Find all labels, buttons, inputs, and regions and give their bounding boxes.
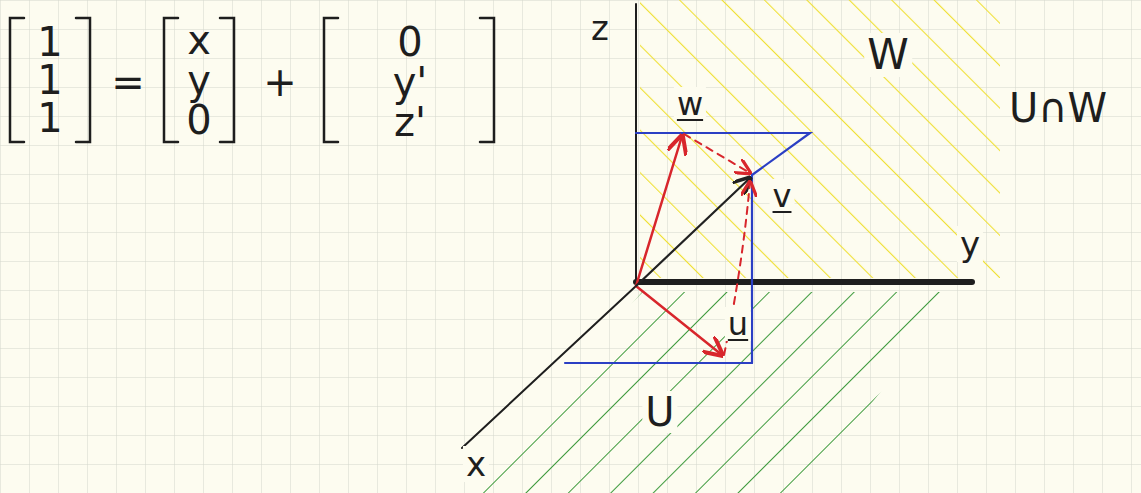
axis-label: x xyxy=(463,446,489,482)
vector-label: u xyxy=(725,307,751,341)
subspace-label: W xyxy=(864,33,912,77)
construction-lines xyxy=(565,133,810,363)
vector-label: v xyxy=(770,179,795,213)
axis-label: y xyxy=(957,226,983,262)
equals-sign: = xyxy=(108,61,148,103)
axis-label: z xyxy=(588,10,612,46)
matrix-brackets xyxy=(10,18,494,142)
plus-sign: + xyxy=(260,61,300,103)
matrix-entry: 1 xyxy=(34,97,65,139)
matrix-entry: y' xyxy=(390,61,431,103)
plane-w-hatch xyxy=(640,0,1000,278)
matrix-entry: 1 xyxy=(34,21,65,63)
plane-u-hatch xyxy=(470,292,960,493)
matrix-entry: 0 xyxy=(394,21,425,63)
matrix-entry: x xyxy=(184,19,214,61)
matrix-entry: y xyxy=(184,59,214,101)
axes xyxy=(462,4,972,448)
vector-label: w xyxy=(674,87,706,121)
subspace-label: U xyxy=(642,391,677,433)
matrix-entry: z' xyxy=(391,101,429,143)
intersection-label: U∩W xyxy=(1006,87,1110,129)
matrix-entry: 1 xyxy=(34,59,65,101)
matrix-entry: 0 xyxy=(183,99,214,141)
